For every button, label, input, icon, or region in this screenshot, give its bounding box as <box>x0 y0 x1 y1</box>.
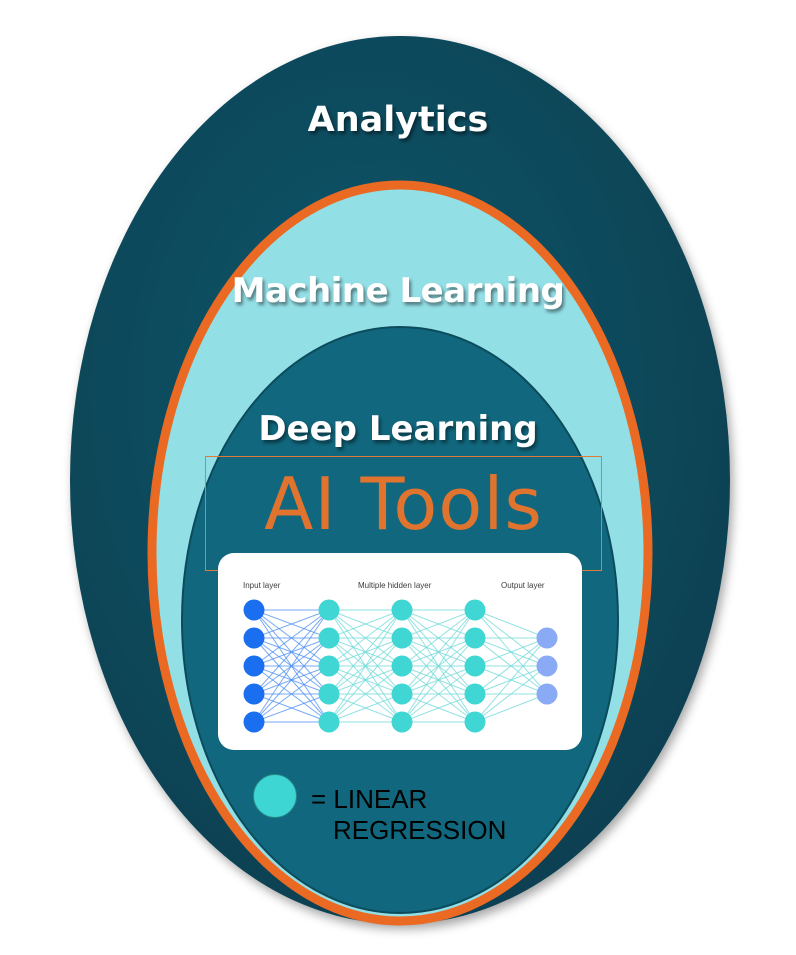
network-edge <box>474 609 548 639</box>
machine-learning-label: Machine Learning <box>231 271 565 311</box>
hidden-node <box>464 627 486 649</box>
network-edge <box>401 609 476 695</box>
network-edge <box>328 609 403 639</box>
network-edge <box>474 637 548 723</box>
hidden-node <box>318 655 340 677</box>
analytics-label: Analytics <box>307 100 489 140</box>
deep-learning-label: Deep Learning <box>258 409 538 449</box>
output-node <box>536 655 558 677</box>
network-edge <box>328 609 403 667</box>
input-node <box>243 599 265 621</box>
hidden-layer-label: Multiple hidden layer <box>358 581 432 590</box>
hidden-node <box>464 599 486 621</box>
input-node <box>243 711 265 733</box>
neural-network-image: Input layer Multiple hidden layer Output… <box>218 553 582 750</box>
network-edge <box>328 609 403 723</box>
legend-text: = LINEAR REGRESSION <box>311 784 571 846</box>
hidden-node <box>391 627 413 649</box>
hidden-node <box>464 711 486 733</box>
network-edge <box>253 609 330 723</box>
hidden-node <box>464 655 486 677</box>
input-node <box>243 655 265 677</box>
input-node <box>243 683 265 705</box>
hidden-node <box>391 655 413 677</box>
neural-network-graphic: Input layer Multiple hidden layer Output… <box>243 581 558 733</box>
network-edge <box>401 693 476 723</box>
ai-tools-label: AI Tools <box>264 462 543 546</box>
hidden-node <box>391 683 413 705</box>
network-edge <box>328 637 403 723</box>
output-node <box>536 683 558 705</box>
ai-tools-box: AI Tools <box>205 456 602 571</box>
hidden-node <box>318 711 340 733</box>
hidden-node <box>391 599 413 621</box>
network-edge <box>474 637 548 695</box>
hidden-node <box>318 683 340 705</box>
network-edge <box>253 609 330 695</box>
network-edge <box>328 609 403 695</box>
network-edge <box>253 637 330 723</box>
network-edge <box>401 637 476 723</box>
hidden-node <box>318 627 340 649</box>
input-node <box>243 627 265 649</box>
hidden-node <box>464 683 486 705</box>
network-edge <box>253 609 330 639</box>
network-edge <box>253 693 330 723</box>
network-edge <box>474 637 548 667</box>
hidden-node <box>391 711 413 733</box>
legend-node-icon <box>253 774 297 818</box>
network-edge <box>401 609 476 639</box>
network-edge <box>474 665 548 723</box>
output-layer-label: Output layer <box>501 581 545 590</box>
network-edge <box>474 693 548 723</box>
legend-line-1: = LINEAR <box>311 784 428 814</box>
network-edge <box>401 609 476 723</box>
legend-line-2: REGRESSION <box>333 815 507 845</box>
output-node <box>536 627 558 649</box>
network-edge <box>253 665 330 723</box>
network-edge <box>401 609 476 667</box>
network-edge <box>401 665 476 723</box>
hidden-node <box>318 599 340 621</box>
network-edge <box>328 693 403 723</box>
network-edge <box>328 665 403 723</box>
input-layer-label: Input layer <box>243 581 281 590</box>
network-edge <box>253 609 330 667</box>
